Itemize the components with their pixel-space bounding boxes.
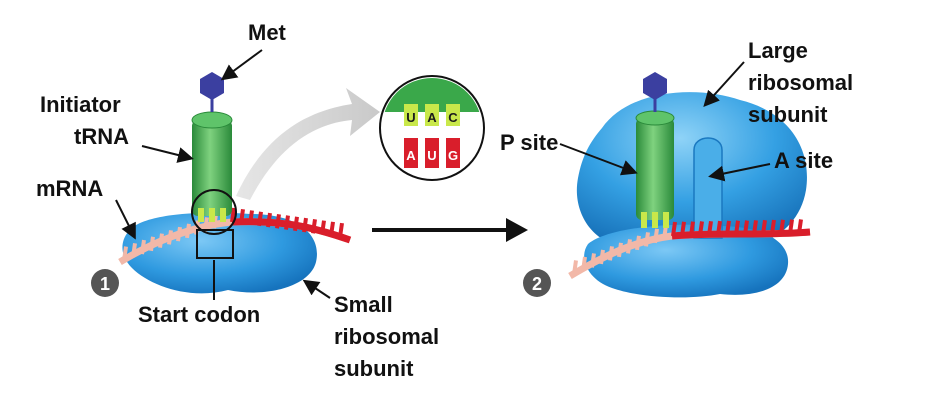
mrna-base: [320, 220, 326, 235]
mrna-base: [185, 223, 191, 239]
mrna-base: [734, 220, 740, 236]
anticodon-a: A: [427, 110, 437, 125]
label-start-codon: Start codon: [138, 302, 260, 327]
mrna-base: [770, 219, 776, 235]
mrna-base: [653, 228, 659, 244]
codon-a: A: [406, 148, 416, 163]
label-small-3: subunit: [334, 356, 414, 381]
mrna-base: [761, 219, 767, 235]
mrna-base: [689, 221, 695, 236]
mrna-base: [572, 260, 578, 275]
label-initiator: Initiator: [40, 92, 121, 117]
mrna-base: [140, 239, 146, 255]
label-p-site: P site: [500, 130, 558, 155]
met-amino-acid-1: [200, 72, 224, 100]
mrna-base: [293, 216, 299, 232]
mrna-base: [671, 221, 677, 237]
mrna-base: [617, 242, 623, 258]
initiator-trna-1: [191, 111, 233, 222]
mrna-base: [266, 212, 272, 228]
mrna-base: [122, 246, 128, 261]
label-small-1: Small: [334, 292, 393, 317]
step-number-1: 1: [100, 274, 110, 294]
met-amino-acid-2: [643, 72, 667, 100]
mrna-base: [248, 210, 254, 225]
mrna-base: [239, 208, 245, 224]
mrna-base: [725, 220, 731, 236]
anticodon-highlight-circle: [191, 189, 237, 235]
initiator-trna-2: [635, 110, 675, 228]
mrna-base: [626, 239, 632, 254]
mrna-base: [167, 230, 173, 245]
a-site-pocket: [693, 137, 723, 239]
step-badge-2: [523, 269, 551, 297]
codon-g: G: [448, 148, 458, 163]
mrna-base: [338, 222, 344, 238]
mrna-base: [743, 220, 749, 235]
label-large-2: ribosomal: [748, 70, 853, 95]
codon-u: U: [427, 148, 436, 163]
mrna-base: [302, 217, 308, 233]
mrna-base: [635, 235, 641, 251]
mrna-bases-2: [572, 219, 803, 275]
mrna-base: [788, 219, 794, 234]
label-large-3: subunit: [748, 102, 828, 127]
label-small-2: ribosomal: [334, 324, 439, 349]
start-codon-box: [196, 229, 234, 259]
label-large-1: Large: [748, 38, 808, 63]
mrna-base: [257, 211, 263, 227]
mrna-base: [797, 219, 803, 234]
mrna-base: [779, 219, 785, 235]
step-badge-1: [91, 269, 119, 297]
label-a-site: A site: [774, 148, 833, 173]
mrna-base: [599, 249, 605, 265]
mrna-base: [149, 236, 155, 252]
label-met: Met: [248, 20, 287, 45]
mrna-base: [329, 221, 335, 237]
label-mrna: mRNA: [36, 176, 103, 201]
mrna-base: [680, 221, 686, 237]
mrna-base: [608, 246, 614, 261]
mrna-base: [707, 220, 713, 236]
large-ribosomal-subunit: [576, 92, 807, 247]
mrna-bases-1: [122, 207, 344, 261]
mrna-base: [311, 219, 317, 234]
codon-zoom-inset: [379, 75, 485, 181]
step-number-2: 2: [532, 274, 542, 294]
mrna-base: [716, 220, 722, 236]
mrna-base: [284, 215, 290, 230]
mrna-base: [158, 233, 164, 248]
label-trna: tRNA: [74, 124, 129, 149]
mrna-base: [131, 243, 137, 258]
mrna-base: [176, 226, 182, 242]
anticodon-c: C: [448, 110, 458, 125]
anticodon-u: U: [406, 110, 415, 125]
mrna-base: [581, 256, 587, 272]
mrna-base: [275, 214, 281, 229]
mrna-base: [590, 253, 596, 268]
zoom-arrow: [236, 88, 380, 200]
mrna-base: [230, 207, 236, 223]
mrna-base: [644, 232, 650, 247]
mrna-base: [698, 221, 704, 236]
mrna-base: [752, 220, 758, 235]
